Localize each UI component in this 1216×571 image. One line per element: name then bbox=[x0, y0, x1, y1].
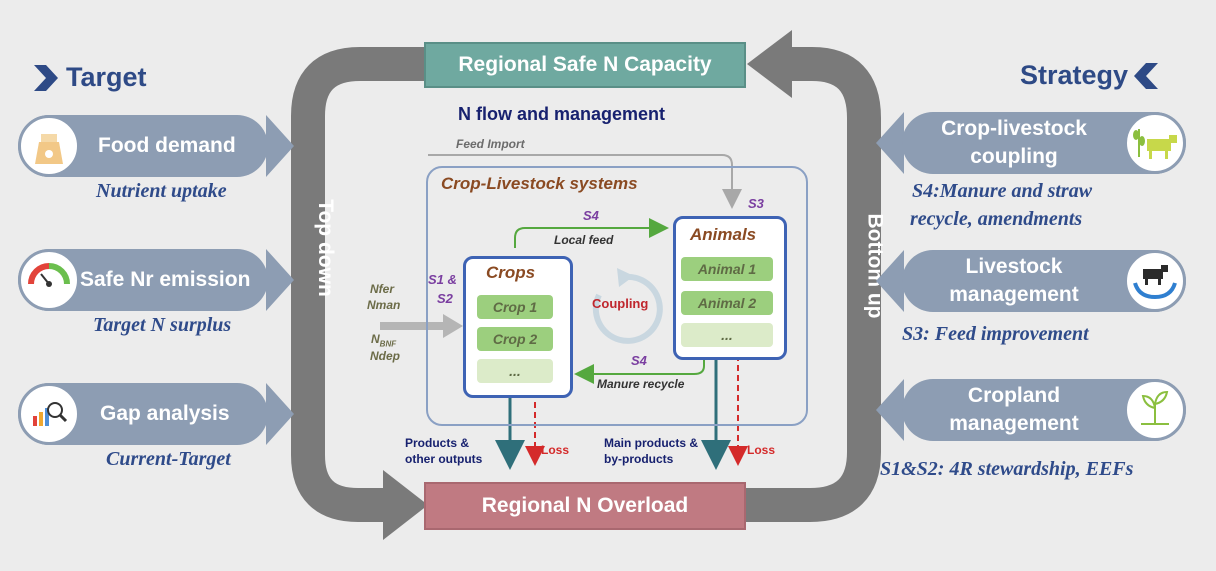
target-item-icon-wrap bbox=[18, 115, 80, 177]
animals-title: Animals bbox=[690, 225, 757, 244]
strategy-title: Strategy bbox=[1020, 60, 1129, 90]
strategy-item-arrowhead bbox=[876, 250, 904, 312]
animal-products-line2: by-products bbox=[604, 452, 674, 466]
s3-tag: S3 bbox=[748, 196, 764, 211]
target-item-arrowhead bbox=[266, 115, 294, 177]
strategy-item-label: Crop-livestock coupling bbox=[916, 115, 1112, 171]
regional-safe-n-capacity-label: Regional Safe N Capacity bbox=[458, 53, 712, 76]
input-nman: Nman bbox=[367, 298, 401, 312]
feed-import-arrow bbox=[428, 154, 742, 209]
magnifier-chart-icon bbox=[18, 383, 80, 445]
local-feed-arrow bbox=[514, 218, 669, 248]
cow-hands-icon bbox=[1124, 250, 1186, 312]
target-note-nutrient-uptake: Nutrient uptake bbox=[96, 180, 227, 202]
strategy-item-arrowhead bbox=[876, 379, 904, 441]
s1s2-tag-line1: S1 & bbox=[428, 272, 457, 287]
inputs-arrowhead bbox=[443, 314, 463, 338]
strategy-label-line1: Livestock bbox=[965, 255, 1063, 278]
s4-manure-tag: S4 bbox=[631, 353, 647, 368]
top-down-label: Top down bbox=[313, 199, 337, 297]
food-sack-icon bbox=[18, 115, 80, 177]
crop-1-cell: Crop 1 bbox=[477, 295, 553, 319]
strategy-item-label: Cropland management bbox=[916, 382, 1112, 438]
crop-2-cell: Crop 2 bbox=[477, 327, 553, 351]
s1s2-tag-line2: S2 bbox=[437, 291, 453, 306]
strategy-note-s4-line1: S4:Manure and straw bbox=[912, 180, 1093, 202]
s4-local-feed-tag: S4 bbox=[583, 208, 599, 223]
target-header: Target bbox=[30, 62, 147, 93]
animal-more-cell: ... bbox=[681, 323, 773, 347]
target-item-arrowhead bbox=[266, 249, 294, 311]
n-flow-title: N flow and management bbox=[458, 104, 666, 124]
strategy-header: Strategy bbox=[1020, 60, 1162, 91]
system-title: Crop-Livestock systems bbox=[441, 174, 638, 193]
coupling-label: Coupling bbox=[592, 296, 649, 311]
strategy-label-line1: Cropland bbox=[967, 384, 1061, 407]
strategy-item-label: Livestock management bbox=[916, 253, 1112, 309]
local-feed-label: Local feed bbox=[554, 233, 614, 247]
manure-recycle-label: Manure recycle bbox=[597, 377, 685, 391]
strategy-label-line1: Crop-livestock bbox=[941, 117, 1087, 140]
crop-livestock-system-box bbox=[426, 166, 808, 426]
strategy-label-line2: coupling bbox=[970, 145, 1058, 168]
strategy-note-s4-line2: recycle, amendments bbox=[910, 208, 1083, 230]
target-item-arrowhead bbox=[266, 383, 294, 445]
regional-n-overload-label: Regional N Overload bbox=[481, 494, 689, 517]
strategy-label-line2: management bbox=[949, 283, 1079, 306]
input-nbnf-main: N bbox=[371, 332, 380, 346]
crop-more-cell: ... bbox=[477, 359, 553, 383]
target-item-label: Food demand bbox=[98, 134, 236, 157]
top-down-arrow bbox=[291, 47, 428, 540]
animal-loss-label: Loss bbox=[747, 443, 776, 457]
target-title: Target bbox=[66, 62, 147, 92]
feed-import-label: Feed Import bbox=[456, 137, 525, 151]
input-nbnf-sub: BNF bbox=[379, 339, 397, 349]
target-note-current-target: Current-Target bbox=[106, 448, 231, 470]
animal-1-cell: Animal 1 bbox=[681, 257, 773, 281]
crop-products-line1: Products & bbox=[405, 436, 470, 450]
input-nfer: Nfer bbox=[370, 282, 395, 296]
target-item-label: Gap analysis bbox=[100, 402, 230, 425]
input-ndep: Ndep bbox=[370, 349, 400, 363]
target-note-target-n-surplus: Target N surplus bbox=[93, 314, 232, 336]
seedling-icon bbox=[1124, 379, 1186, 441]
strategy-item-arrowhead bbox=[876, 112, 904, 174]
manure-recycle-arrow bbox=[574, 355, 705, 384]
cow-wheat-icon bbox=[1124, 112, 1186, 174]
strategy-label-line2: management bbox=[949, 412, 1079, 435]
strategy-note-s3: S3: Feed improvement bbox=[902, 323, 1089, 345]
crop-products-line2: other outputs bbox=[405, 452, 483, 466]
crop-loss-label: Loss bbox=[541, 443, 570, 457]
crops-title: Crops bbox=[486, 263, 536, 282]
crops-box: Crops Crop 1 Crop 2 ... bbox=[463, 256, 573, 398]
bottom-up-arrow bbox=[746, 30, 881, 522]
chevron-left-icon bbox=[1134, 62, 1159, 89]
animal-products-line1: Main products & bbox=[604, 436, 699, 450]
target-item-label: Safe Nr emission bbox=[80, 268, 251, 291]
regional-n-overload-box: Regional N Overload bbox=[424, 482, 746, 530]
animals-box: Animals Animal 1 Animal 2 ... bbox=[673, 216, 787, 360]
animal-2-cell: Animal 2 bbox=[681, 291, 773, 315]
gauge-icon bbox=[18, 249, 80, 311]
chevron-right-icon bbox=[34, 64, 58, 91]
regional-safe-n-capacity-box: Regional Safe N Capacity bbox=[424, 42, 746, 88]
input-nbnf: NBNF bbox=[371, 332, 396, 348]
coupling-cycle-icon bbox=[592, 268, 663, 344]
strategy-note-s1s2: S1&S2: 4R stewardship, EEFs bbox=[880, 458, 1134, 480]
